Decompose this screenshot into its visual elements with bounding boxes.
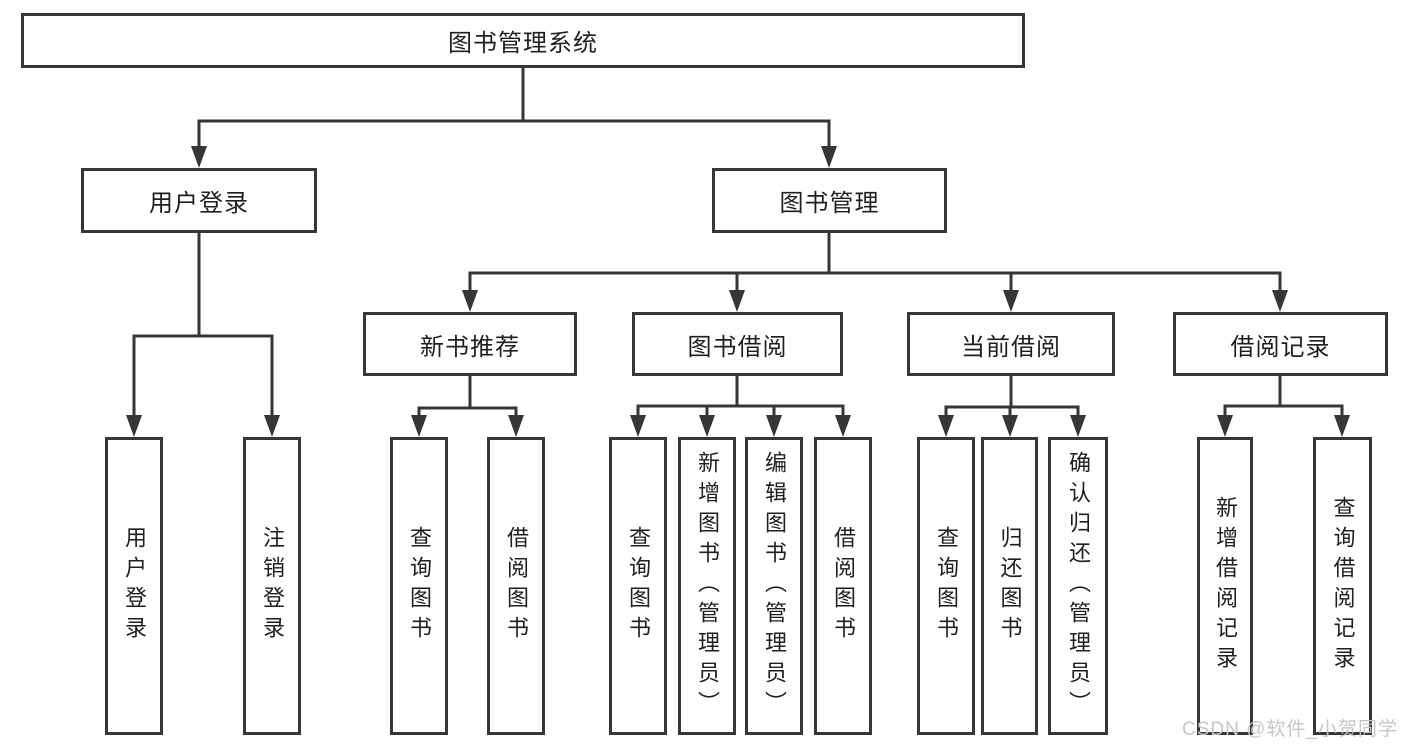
node-new-book-recommendation-label: 新书推荐 [420, 333, 520, 361]
leaf-borrow-books-1-label: 借阅图书 [504, 526, 529, 646]
leaf-user-login-label: 用户登录 [122, 526, 147, 646]
leaf-borrow-books-2: 借阅图书 [814, 437, 872, 735]
leaf-query-books-2: 查询图书 [609, 437, 667, 735]
node-user-login-branch: 用户登录 [81, 168, 317, 233]
leaf-borrow-books-2-label: 借阅图书 [831, 526, 856, 646]
leaf-return-books: 归还图书 [981, 437, 1038, 735]
leaf-edit-books-admin-label: 编辑图书（管理员） [762, 451, 787, 721]
node-book-borrowing: 图书借阅 [632, 312, 843, 376]
leaf-query-borrow-record: 查询借阅记录 [1313, 437, 1372, 735]
node-borrowing-records-label: 借阅记录 [1230, 333, 1331, 361]
leaf-confirm-return-admin: 确认归还（管理员） [1048, 437, 1108, 735]
connector-book-management-children [462, 231, 1288, 312]
leaf-return-books-label: 归还图书 [997, 526, 1023, 646]
leaf-add-books-admin-label: 新增图书（管理员） [695, 451, 720, 721]
node-borrowing-records: 借阅记录 [1173, 312, 1388, 376]
leaf-edit-books-admin: 编辑图书（管理员） [745, 437, 803, 735]
leaf-query-books-1-label: 查询图书 [407, 526, 432, 646]
leaf-user-login: 用户登录 [105, 437, 163, 735]
connector-root-to-level2 [191, 66, 837, 168]
leaf-logout-label: 注销登录 [260, 526, 285, 646]
leaf-query-borrow-record-label: 查询借阅记录 [1330, 496, 1356, 676]
node-current-borrowing: 当前借阅 [907, 312, 1115, 376]
node-root-label: 图书管理系统 [448, 30, 598, 57]
leaf-query-books-2-label: 查询图书 [626, 526, 651, 646]
connector-book-borrowing-children [630, 375, 851, 437]
node-book-borrowing-label: 图书借阅 [687, 333, 788, 361]
leaf-borrow-books-1: 借阅图书 [487, 437, 545, 735]
connector-new-book-rec-children [411, 375, 524, 437]
leaf-query-books-3: 查询图书 [917, 437, 975, 735]
node-user-login-branch-label: 用户登录 [149, 190, 249, 217]
node-current-borrowing-label: 当前借阅 [961, 333, 1061, 361]
csdn-watermark: CSDN @软件_小贺同学 [1182, 719, 1398, 740]
leaf-add-books-admin: 新增图书（管理员） [678, 437, 736, 735]
node-new-book-recommendation: 新书推荐 [363, 312, 577, 376]
node-book-management-label: 图书管理 [779, 190, 880, 217]
leaf-add-borrow-record-label: 新增借阅记录 [1213, 496, 1238, 676]
leaf-logout: 注销登录 [243, 437, 301, 735]
connector-borrowing-records-children [1217, 374, 1350, 437]
connector-user-login-children [126, 231, 280, 437]
leaf-confirm-return-admin-label: 确认归还（管理员） [1066, 451, 1091, 721]
node-book-management: 图书管理 [712, 168, 947, 233]
leaf-query-books-1: 查询图书 [390, 437, 448, 735]
connector-current-borrowing-children [938, 373, 1086, 437]
leaf-add-borrow-record: 新增借阅记录 [1197, 437, 1253, 735]
leaf-query-books-3-label: 查询图书 [934, 526, 959, 646]
node-root: 图书管理系统 [21, 13, 1025, 68]
